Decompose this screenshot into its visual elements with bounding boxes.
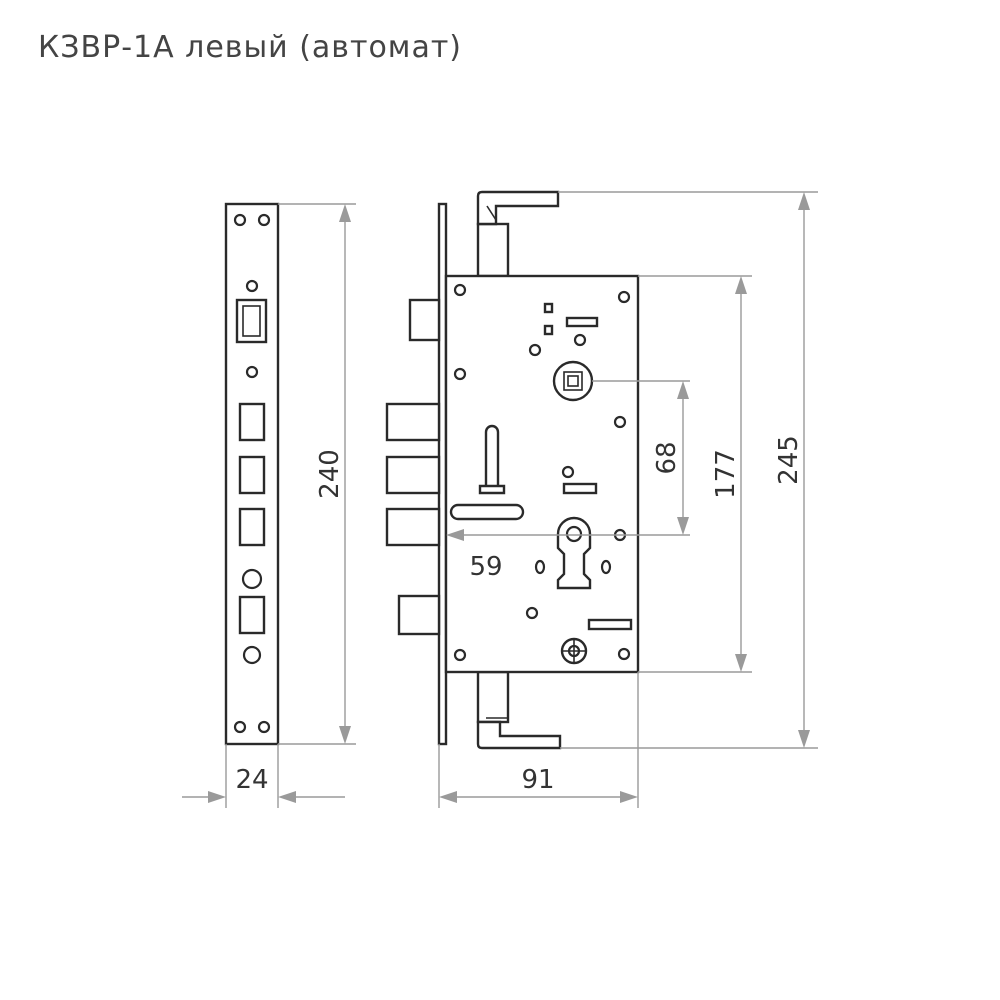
strike-plate	[224, 202, 280, 746]
dim-strike-width: 24	[235, 765, 268, 795]
dim-strike-height: 240	[315, 449, 345, 499]
dim-centre-distance: 68	[652, 441, 682, 474]
dimension-lines	[182, 191, 818, 808]
dim-backset: 59	[469, 552, 502, 582]
drawing-title: КЗВР-1А левый (автомат)	[38, 30, 463, 65]
dim-case-height: 177	[711, 449, 741, 499]
lock-body	[385, 190, 640, 750]
dim-case-width: 91	[521, 765, 554, 795]
dim-total-height: 245	[774, 435, 804, 485]
